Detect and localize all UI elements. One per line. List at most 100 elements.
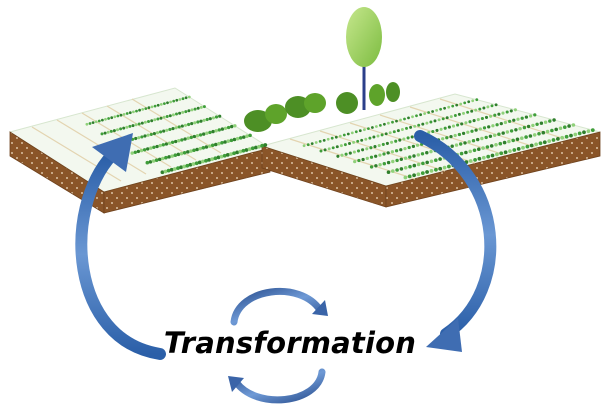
crop-dot xyxy=(133,150,137,154)
crop-dot xyxy=(456,123,460,127)
crop-dot xyxy=(211,129,215,134)
crop-dot xyxy=(189,149,193,153)
cycle-arrow-bottom xyxy=(228,368,326,404)
crop-dot xyxy=(220,127,225,131)
crop-dot xyxy=(477,147,481,151)
crop-dot xyxy=(112,129,116,133)
crop-dot xyxy=(437,118,441,122)
crop-dot xyxy=(388,131,392,135)
crop-dot xyxy=(526,124,531,129)
crop-dot xyxy=(412,154,416,158)
crop-dot xyxy=(184,110,188,114)
crop-dot xyxy=(148,160,153,164)
crop-dot xyxy=(467,140,471,144)
crop-dot xyxy=(183,123,188,127)
crop-dot xyxy=(445,116,449,120)
crop-dot xyxy=(159,116,163,120)
crop-dot xyxy=(342,133,346,137)
crop-dot xyxy=(503,150,508,155)
crop-dot xyxy=(403,117,406,121)
crop-dot xyxy=(443,126,447,130)
crop-dot xyxy=(486,154,491,159)
crop-dot xyxy=(358,129,362,133)
crop-dot xyxy=(398,138,402,142)
crop-dot xyxy=(135,109,138,113)
crop-dot xyxy=(306,143,310,147)
crop-dot xyxy=(205,117,209,122)
crop-dot xyxy=(97,119,101,123)
crop-dot xyxy=(438,157,442,161)
crop-dot xyxy=(91,121,95,124)
crop-dot xyxy=(435,109,438,112)
crop-dot xyxy=(376,134,380,138)
crop-dot xyxy=(569,133,573,138)
crop-dot xyxy=(365,156,369,161)
crop-dot xyxy=(150,105,154,109)
crop-dot xyxy=(152,132,156,136)
crop-dot xyxy=(481,155,486,160)
crop-dot xyxy=(150,119,154,123)
crop-dot xyxy=(485,145,490,149)
crop-dot xyxy=(226,139,230,143)
crop-dot xyxy=(520,136,524,140)
crop-dot xyxy=(190,122,194,126)
crop-dot xyxy=(420,152,425,156)
crop-dot xyxy=(480,136,484,141)
crop-dot xyxy=(533,113,537,117)
crop-dot xyxy=(455,103,459,107)
crop-dot xyxy=(190,108,194,112)
crop-dot xyxy=(511,138,515,143)
crop-dot xyxy=(488,134,493,139)
crop-dot xyxy=(207,144,212,148)
crop-dot xyxy=(382,152,386,156)
crop-dot xyxy=(396,129,400,133)
crop-dot xyxy=(449,134,453,139)
crop-dot xyxy=(125,112,129,115)
crop-dot xyxy=(172,99,176,103)
crop-dot xyxy=(403,175,408,180)
crop-dot xyxy=(425,150,429,155)
crop-dot xyxy=(233,124,237,128)
crop-dot xyxy=(463,101,467,105)
crop-dot xyxy=(564,134,569,139)
crop-dot xyxy=(467,100,471,104)
crop-dot xyxy=(460,122,464,126)
crop-dot xyxy=(122,126,126,130)
crop-dot xyxy=(407,116,410,120)
crop-dot xyxy=(471,138,476,143)
crop-dot xyxy=(528,114,533,118)
crop-dot xyxy=(387,121,390,125)
crop-dot xyxy=(545,129,550,134)
crop-dot xyxy=(189,135,193,140)
crop-dot xyxy=(412,173,416,178)
crop-dot xyxy=(144,107,148,110)
crop-dot xyxy=(188,162,193,167)
crop-dot xyxy=(573,132,578,137)
crop-dot xyxy=(494,103,498,107)
crop-dot xyxy=(474,128,478,132)
tree-and-shrubs xyxy=(244,7,400,132)
crop-dot xyxy=(174,126,178,130)
crop-dot xyxy=(229,152,233,156)
crop-dot xyxy=(453,114,457,117)
crop-dot xyxy=(179,165,183,170)
crop-dot xyxy=(369,155,374,159)
crop-dot xyxy=(134,123,138,127)
crop-dot xyxy=(119,113,123,117)
crop-dot xyxy=(216,155,221,160)
crop-dot xyxy=(507,119,512,124)
crop-dot xyxy=(182,151,187,155)
crop-dot xyxy=(104,117,107,121)
crop-dot xyxy=(498,141,503,146)
crop-dot xyxy=(495,152,499,157)
crop-dot xyxy=(232,151,236,156)
crop-dot xyxy=(155,144,159,149)
crop-dot xyxy=(560,135,565,140)
crop-dot xyxy=(260,143,264,148)
crop-dot xyxy=(169,100,172,104)
crop-dot xyxy=(412,163,417,168)
crop-dot xyxy=(158,143,162,148)
crop-dot xyxy=(450,144,454,148)
crop-dot xyxy=(563,125,567,129)
